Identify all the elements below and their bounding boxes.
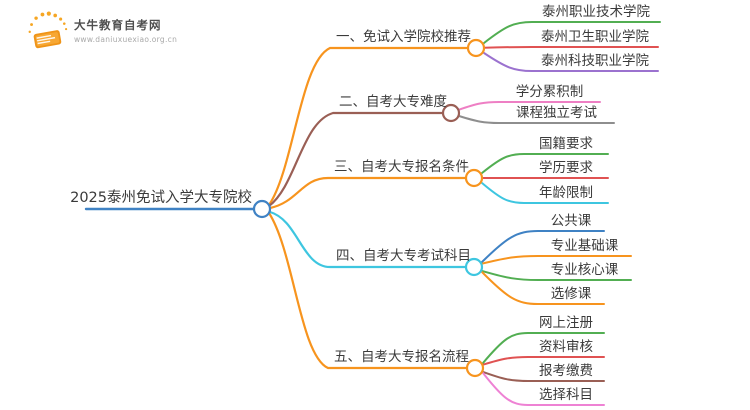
child-connector [482,370,605,382]
logo-url: www.daniuxuexiao.org.cn [74,34,178,44]
child-connector [481,269,632,281]
branch-node-label: 一、免试入学院校推荐 [336,29,471,45]
child-connector [481,153,609,174]
branch-junction-circle [465,358,485,378]
child-connector [483,21,661,44]
child-connector [481,255,632,265]
root-node-label: 2025泰州免试入学大专院校 [70,190,252,206]
branch-node-label: 三、自考大专报名条件 [334,159,469,175]
child-connector [483,46,659,49]
branch-junction-circle [466,38,486,58]
branch-junction-circle [441,103,461,123]
child-connector [482,372,605,406]
child-node-label: 学分累积制 [515,84,584,100]
branch-junction-circle [464,168,484,188]
child-connector [481,230,605,263]
child-node-label: 选修课 [550,286,592,302]
branch-node-label: 五、自考大专报名流程 [334,349,469,365]
child-node-label: 国籍要求 [539,136,593,152]
child-connector [458,101,601,111]
child-connector [482,332,605,364]
child-node-label: 专业基础课 [550,238,619,254]
child-connector [481,182,609,204]
branch-connector [268,176,468,210]
branch-connector [267,211,469,370]
child-node-label: 公共课 [550,213,592,229]
child-node-label: 课程独立考试 [516,105,597,121]
child-node-label: 学历要求 [539,160,593,176]
book-sunburst-icon [28,11,68,49]
child-node-label: 泰州科技职业学院 [541,53,649,69]
branch-junction-circle [464,257,484,277]
branch-connector [267,111,445,208]
branch-connector [268,210,468,269]
site-logo: 大牛教育自考网 www.daniuxuexiao.org.cn [26,10,177,50]
branch-node-label: 二、自考大专难度 [339,94,447,110]
child-node-label: 网上注册 [539,315,593,331]
child-node-label: 资料审核 [539,339,593,355]
child-node-label: 专业核心课 [550,262,619,278]
root-junction-circle [252,199,272,219]
branch-connector [267,46,470,207]
child-connector [458,115,615,124]
child-node-label: 年龄限制 [539,185,593,201]
child-node-label: 选择科目 [539,387,593,403]
child-node-label: 报考缴费 [539,363,593,379]
child-connector [482,356,605,366]
child-connector [481,271,605,305]
child-connector [483,52,659,72]
branch-node-label: 四、自考大专考试科目 [336,248,471,264]
logo-title: 大牛教育自考网 [74,17,162,32]
logo-text: 大牛教育自考网 www.daniuxuexiao.org.cn [74,17,177,44]
child-node-label: 泰州卫生职业学院 [541,29,649,45]
child-node-label: 泰州职业技术学院 [542,4,650,20]
